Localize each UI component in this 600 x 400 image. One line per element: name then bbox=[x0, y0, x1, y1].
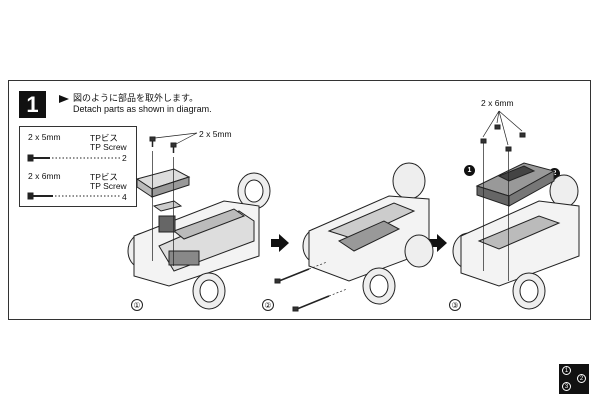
figure-label-1: ① bbox=[131, 299, 143, 311]
fig1-screw-callout: 2 x 5mm bbox=[199, 129, 232, 139]
instruction-en: Detach parts as shown in diagram. bbox=[73, 104, 212, 114]
instruction-ja: 図のように部品を取外します。 bbox=[59, 93, 212, 104]
parts-legend: 2 x 5mm TPビス TP Screw 2 2 x 6mm TPビス TP … bbox=[19, 126, 137, 207]
legend-screw2-qty: 4 bbox=[122, 192, 127, 202]
legend-screw1-name-en: TP Screw bbox=[90, 142, 127, 152]
marker-1: 1 bbox=[464, 165, 475, 176]
screw-icon bbox=[27, 154, 120, 162]
chassis-drawing-3 bbox=[452, 110, 580, 310]
sequence-step-2: 2 bbox=[577, 374, 586, 383]
legend-screws-drawing bbox=[27, 154, 120, 200]
assembly-illustration bbox=[127, 110, 580, 312]
figure-label-2: ② bbox=[262, 299, 274, 311]
instruction-panel: 1 図のように部品を取外します。 Detach parts as shown i… bbox=[8, 80, 591, 394]
screw-icon bbox=[27, 192, 120, 200]
chassis-drawing-2 bbox=[274, 162, 434, 312]
figure-label-3: ③ bbox=[449, 299, 461, 311]
chassis-drawing-1 bbox=[127, 132, 271, 310]
instruction-text: 図のように部品を取外します。 Detach parts as shown in … bbox=[59, 93, 212, 115]
sequence-step-3: 3 bbox=[562, 382, 571, 391]
fig3-screw-callout: 2 x 6mm bbox=[481, 98, 514, 108]
legend-screw1-name-ja: TPビス bbox=[90, 133, 118, 143]
next-arrow-icon bbox=[271, 234, 289, 252]
sequence-order-icon: 1 2 3 bbox=[559, 364, 589, 394]
step-number: 1 bbox=[19, 91, 46, 118]
legend-screw1-qty: 2 bbox=[122, 153, 127, 163]
legend-screw2-name-ja: TPビス bbox=[90, 172, 118, 182]
next-arrow-icon bbox=[429, 234, 447, 252]
legend-screw2-size: 2 x 6mm bbox=[28, 171, 61, 181]
legend-screw1-size: 2 x 5mm bbox=[28, 132, 61, 142]
legend-screw2-name-en: TP Screw bbox=[90, 181, 127, 191]
sequence-step-1: 1 bbox=[562, 366, 571, 375]
